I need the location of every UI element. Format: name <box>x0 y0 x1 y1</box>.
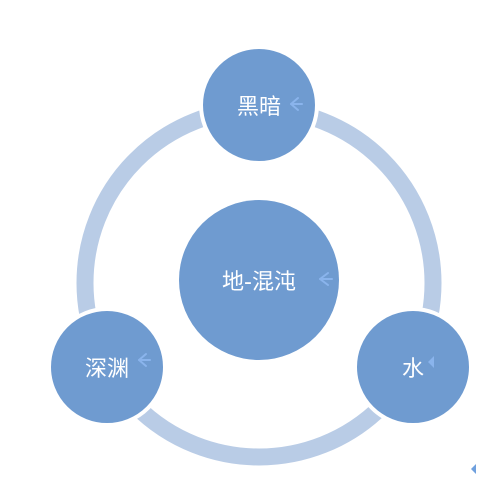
center-node-circle <box>179 200 339 360</box>
center-node-label: 地-混沌 <box>222 270 296 295</box>
right-node-circle <box>353 307 473 427</box>
top-node[interactable]: 黑暗 <box>199 45 319 165</box>
left-arrow-icon <box>138 353 151 367</box>
right-node-label: 水 <box>402 357 424 382</box>
left-arrow-icon <box>471 464 476 474</box>
left-node[interactable]: 深渊 <box>47 307 167 427</box>
left-arrow-icon <box>290 97 303 111</box>
left-arrow-icon <box>428 356 434 368</box>
top-node-label: 黑暗 <box>237 95 281 120</box>
top-node-circle <box>199 45 319 165</box>
center-node[interactable]: 地-混沌 <box>179 200 339 360</box>
left-arrow-icon <box>319 272 333 286</box>
right-node[interactable]: 水 <box>353 307 473 427</box>
left-node-circle <box>47 307 167 427</box>
left-node-label: 深渊 <box>85 357 129 382</box>
